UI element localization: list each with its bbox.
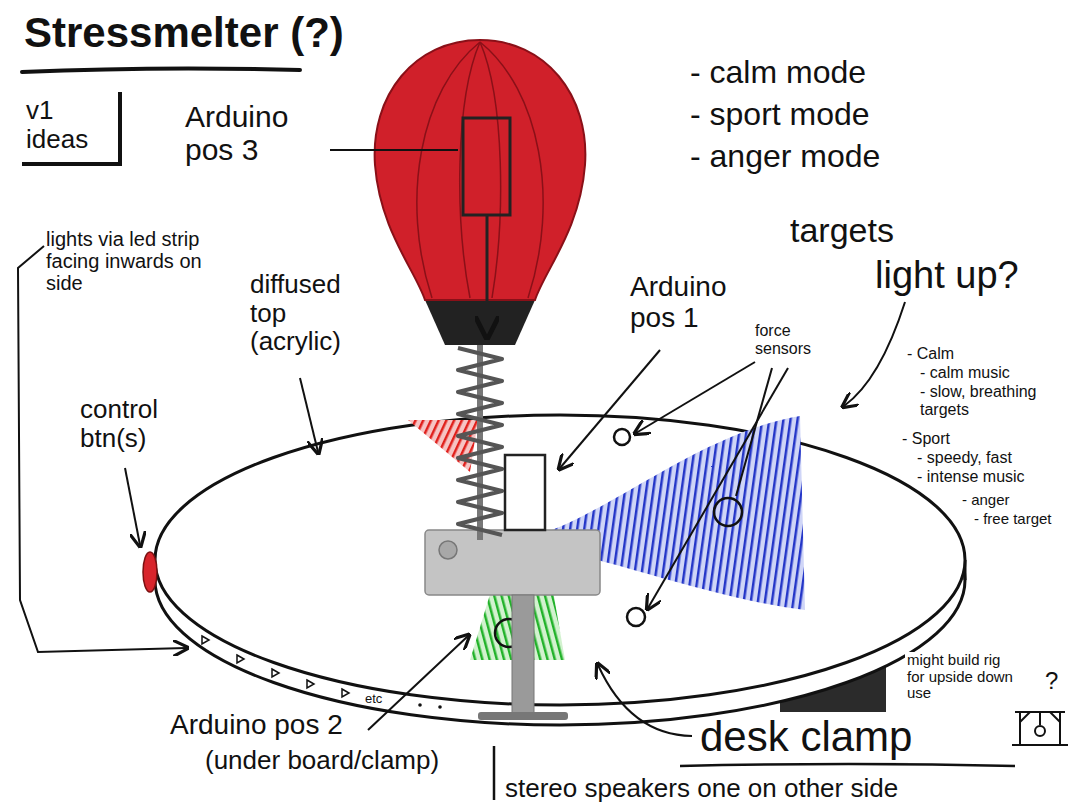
- mode-note: - Calm: [905, 345, 956, 363]
- mode-note: - anger: [960, 492, 1012, 509]
- led-mark: [202, 636, 209, 644]
- mode-note: - free target: [972, 511, 1054, 528]
- callout-label: (under board/clamp): [205, 746, 439, 775]
- led-dot: [438, 705, 442, 709]
- heading-note: targets: [790, 212, 894, 249]
- callout-label: Arduino pos 2: [170, 710, 343, 741]
- rig-rope: [1039, 712, 1041, 725]
- heading-note: light up?: [875, 255, 1019, 297]
- callout-label: stereo speakers one on other side: [505, 774, 898, 803]
- callout-label: lights via led strip facing inwards on s…: [46, 228, 236, 294]
- rig-post: [1059, 712, 1061, 745]
- callout-label: control btn(s): [80, 395, 215, 452]
- spring-coil: [458, 348, 502, 535]
- leader-arrow: [368, 636, 468, 730]
- control-button: [143, 552, 157, 592]
- leader-arrow: [486, 215, 489, 335]
- note-text: v1 ideas: [26, 96, 102, 153]
- led-mark: [237, 655, 244, 663]
- rig-ball: [1035, 726, 1045, 736]
- mode-note: - speedy, fast: [915, 449, 1014, 467]
- red-zone: [408, 420, 478, 472]
- leader-arrow: [844, 302, 905, 406]
- led-mark: [272, 669, 279, 677]
- callout-label: Arduino pos 1: [630, 272, 770, 334]
- label-underline: [680, 764, 1015, 766]
- callout-label: desk clamp: [700, 716, 912, 758]
- led-dot: [418, 703, 422, 707]
- rig-post: [1019, 712, 1021, 745]
- rig-brace: [1020, 712, 1030, 722]
- ball-collar: [425, 300, 535, 345]
- arduino-box: [463, 118, 510, 215]
- callout-label: diffused top (acrylic): [250, 270, 370, 356]
- mode-note: - slow, breathing targets: [918, 383, 1052, 418]
- target-circle: [714, 498, 742, 526]
- callout-label: Arduino pos 3: [185, 100, 325, 166]
- sketch-stroke: [493, 746, 496, 800]
- diagram-title: Stressmelter (?): [24, 10, 344, 56]
- ball-seam: [480, 42, 543, 298]
- side-note: might build rig for upside down use: [905, 652, 1019, 702]
- led-mark: [342, 689, 349, 697]
- leader-line: [736, 368, 772, 496]
- clamp-knob: [439, 541, 457, 559]
- clamp-screw: [512, 595, 534, 713]
- mode-note: - Sport: [900, 430, 952, 448]
- side-note: ?: [1045, 668, 1058, 694]
- ball-seam: [417, 42, 480, 298]
- leader-arrow: [648, 368, 788, 608]
- clamp-handle: [478, 712, 568, 720]
- punching-ball: [375, 40, 586, 300]
- mode-note: - calm music: [918, 364, 1012, 382]
- leader-arrow: [300, 378, 318, 452]
- leader-arrow: [125, 468, 140, 545]
- rig-brace: [1050, 712, 1060, 722]
- callout-label: etc: [365, 692, 382, 706]
- led-mark: [307, 680, 314, 688]
- title-underline: [22, 68, 300, 72]
- target-circle: [627, 608, 645, 626]
- clamp-body: [425, 530, 600, 595]
- leader-line: [330, 149, 458, 151]
- rig-sketch: [1012, 712, 1068, 745]
- mode-item: - calm mode: [690, 55, 866, 90]
- leader-arrow: [560, 350, 660, 468]
- ball-seam: [480, 42, 501, 298]
- mode-item: - anger mode: [690, 139, 880, 174]
- mode-item: - sport mode: [690, 97, 870, 132]
- leader-arrow: [598, 665, 692, 736]
- board-top: [155, 415, 965, 705]
- boxed-note: v1 ideas: [22, 92, 122, 166]
- target-circle: [614, 429, 630, 445]
- callout-label: force sensors: [755, 322, 825, 357]
- arduino-box: [505, 455, 545, 530]
- mode-note: - intense music: [915, 468, 1027, 486]
- leader-arrow: [636, 362, 755, 433]
